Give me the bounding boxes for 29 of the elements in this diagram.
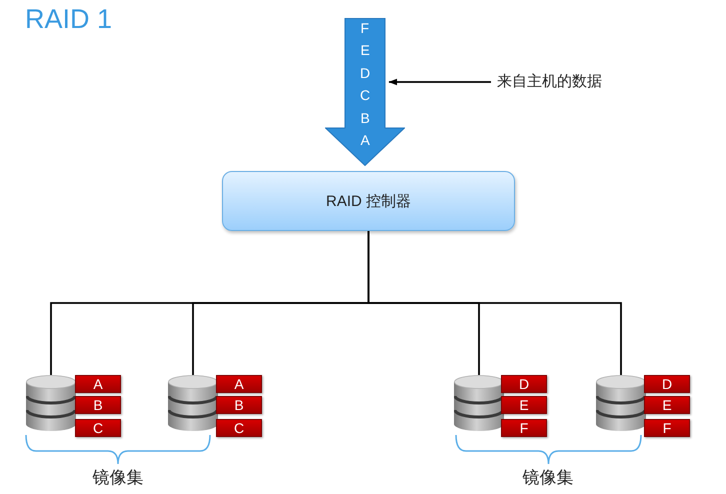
data-block: D bbox=[644, 375, 690, 393]
data-block: A bbox=[75, 375, 121, 393]
data-block: C bbox=[216, 419, 262, 437]
arrow-letter: E bbox=[360, 42, 370, 58]
disk-cylinder bbox=[454, 375, 504, 431]
arrow-letter: B bbox=[360, 110, 370, 126]
data-block: F bbox=[644, 419, 690, 437]
arrow-letter: C bbox=[360, 87, 370, 104]
data-block: C bbox=[75, 419, 121, 437]
group-label: 镜像集 bbox=[92, 467, 144, 489]
arrow-letter: A bbox=[360, 132, 370, 148]
connector-line bbox=[368, 231, 622, 375]
controller-box: RAID 控制器 bbox=[222, 171, 515, 231]
data-block: E bbox=[644, 396, 690, 414]
arrow bbox=[388, 78, 491, 86]
arrow-letter: D bbox=[360, 64, 370, 81]
data-block: E bbox=[501, 396, 547, 414]
data-block: F bbox=[501, 419, 547, 437]
group-label: 镜像集 bbox=[522, 467, 574, 489]
arrow-letter: F bbox=[360, 20, 370, 36]
data-block: B bbox=[216, 396, 262, 414]
title: RAID 1 bbox=[25, 4, 112, 34]
data-block: B bbox=[75, 396, 121, 414]
data-block: D bbox=[501, 375, 547, 393]
disk-cylinder bbox=[168, 375, 218, 431]
note-text: 来自主机的数据 bbox=[497, 72, 602, 92]
disk-cylinder bbox=[26, 375, 76, 431]
disk-cylinder bbox=[596, 375, 646, 431]
data-block: A bbox=[216, 375, 262, 393]
